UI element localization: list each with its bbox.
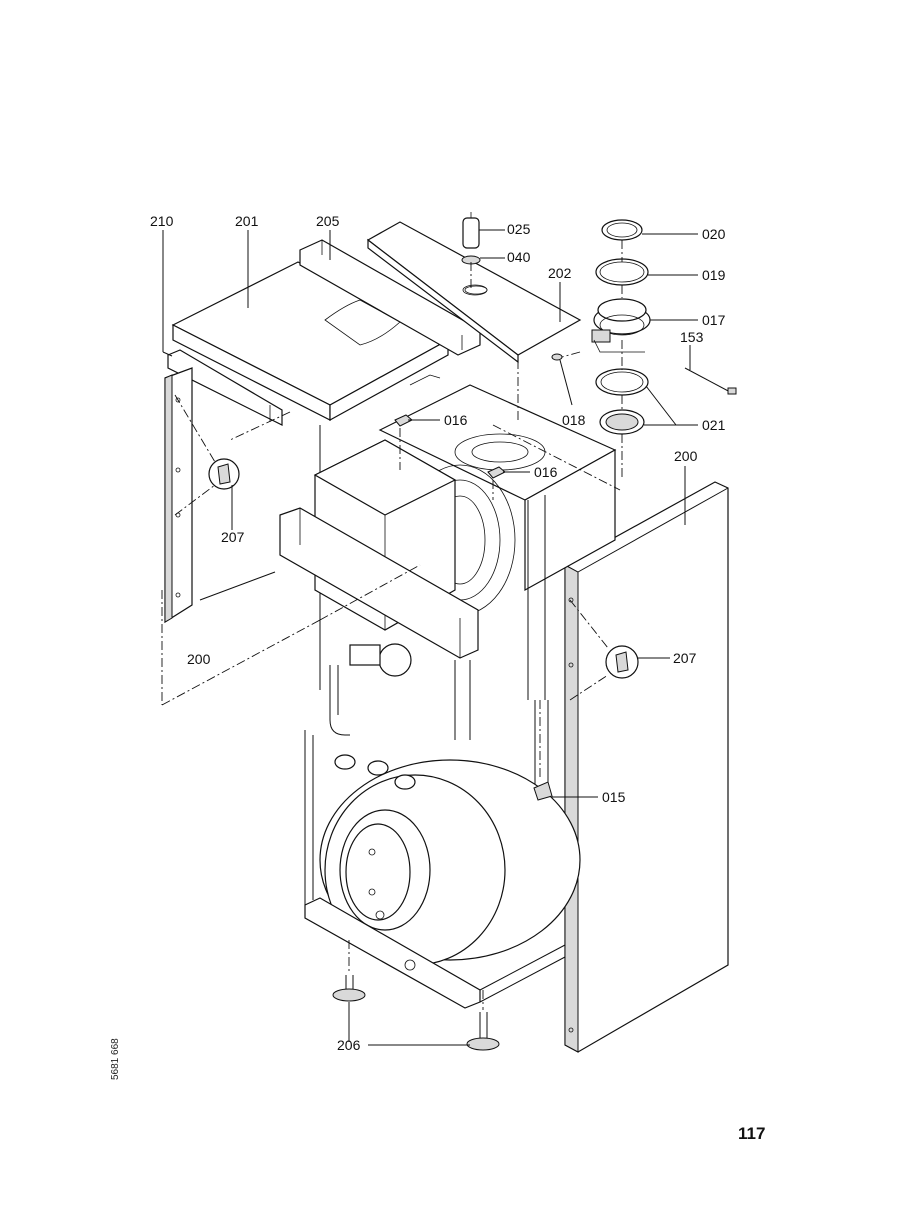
- label-200-left: 200: [187, 651, 211, 667]
- label-200-right: 200: [674, 448, 698, 464]
- bracket-207-left: [208, 458, 240, 490]
- plug-018: [551, 353, 563, 361]
- label-016-b: 016: [534, 464, 558, 480]
- label-016-a: 016: [444, 412, 468, 428]
- flue-adapter-017: [591, 298, 651, 353]
- right-side-panel-200: [564, 481, 729, 1053]
- storage-tank: [319, 754, 581, 966]
- side-strip-210: [167, 349, 283, 426]
- page-number: 117: [738, 1124, 766, 1143]
- label-206: 206: [337, 1037, 361, 1053]
- seal-rings-021: [595, 368, 649, 435]
- label-025: 025: [507, 221, 531, 237]
- top-cover-201: [171, 261, 450, 422]
- label-040: 040: [507, 249, 531, 265]
- label-210: 210: [150, 213, 174, 229]
- label-207-left: 207: [221, 529, 245, 545]
- sensor-cable-153: [684, 367, 737, 395]
- boiler-body: [279, 384, 617, 916]
- label-153: 153: [680, 329, 704, 345]
- base-frame: [304, 897, 566, 1009]
- label-202: 202: [548, 265, 572, 281]
- assembly-lines: [161, 240, 623, 1010]
- seal-ring-019: [595, 258, 649, 286]
- adjustable-foot-206-right: [466, 1012, 500, 1051]
- label-020: 020: [702, 226, 726, 242]
- bracket-207-right: [605, 645, 639, 679]
- label-205: 205: [316, 213, 340, 229]
- label-201: 201: [235, 213, 259, 229]
- label-018: 018: [562, 412, 586, 428]
- clip-015: [533, 781, 553, 801]
- label-019: 019: [702, 267, 726, 283]
- label-021: 021: [702, 417, 726, 433]
- rear-strip-205: [299, 239, 481, 356]
- leader-lines: [162, 229, 698, 1046]
- seal-ring-020: [601, 219, 643, 241]
- document-number: 5681 668: [110, 1038, 121, 1080]
- left-side-panel-200: [164, 367, 193, 624]
- label-207-right: 207: [673, 650, 697, 666]
- label-017: 017: [702, 312, 726, 328]
- adjustable-foot-206-left: [332, 975, 366, 1002]
- label-015: 015: [602, 789, 626, 805]
